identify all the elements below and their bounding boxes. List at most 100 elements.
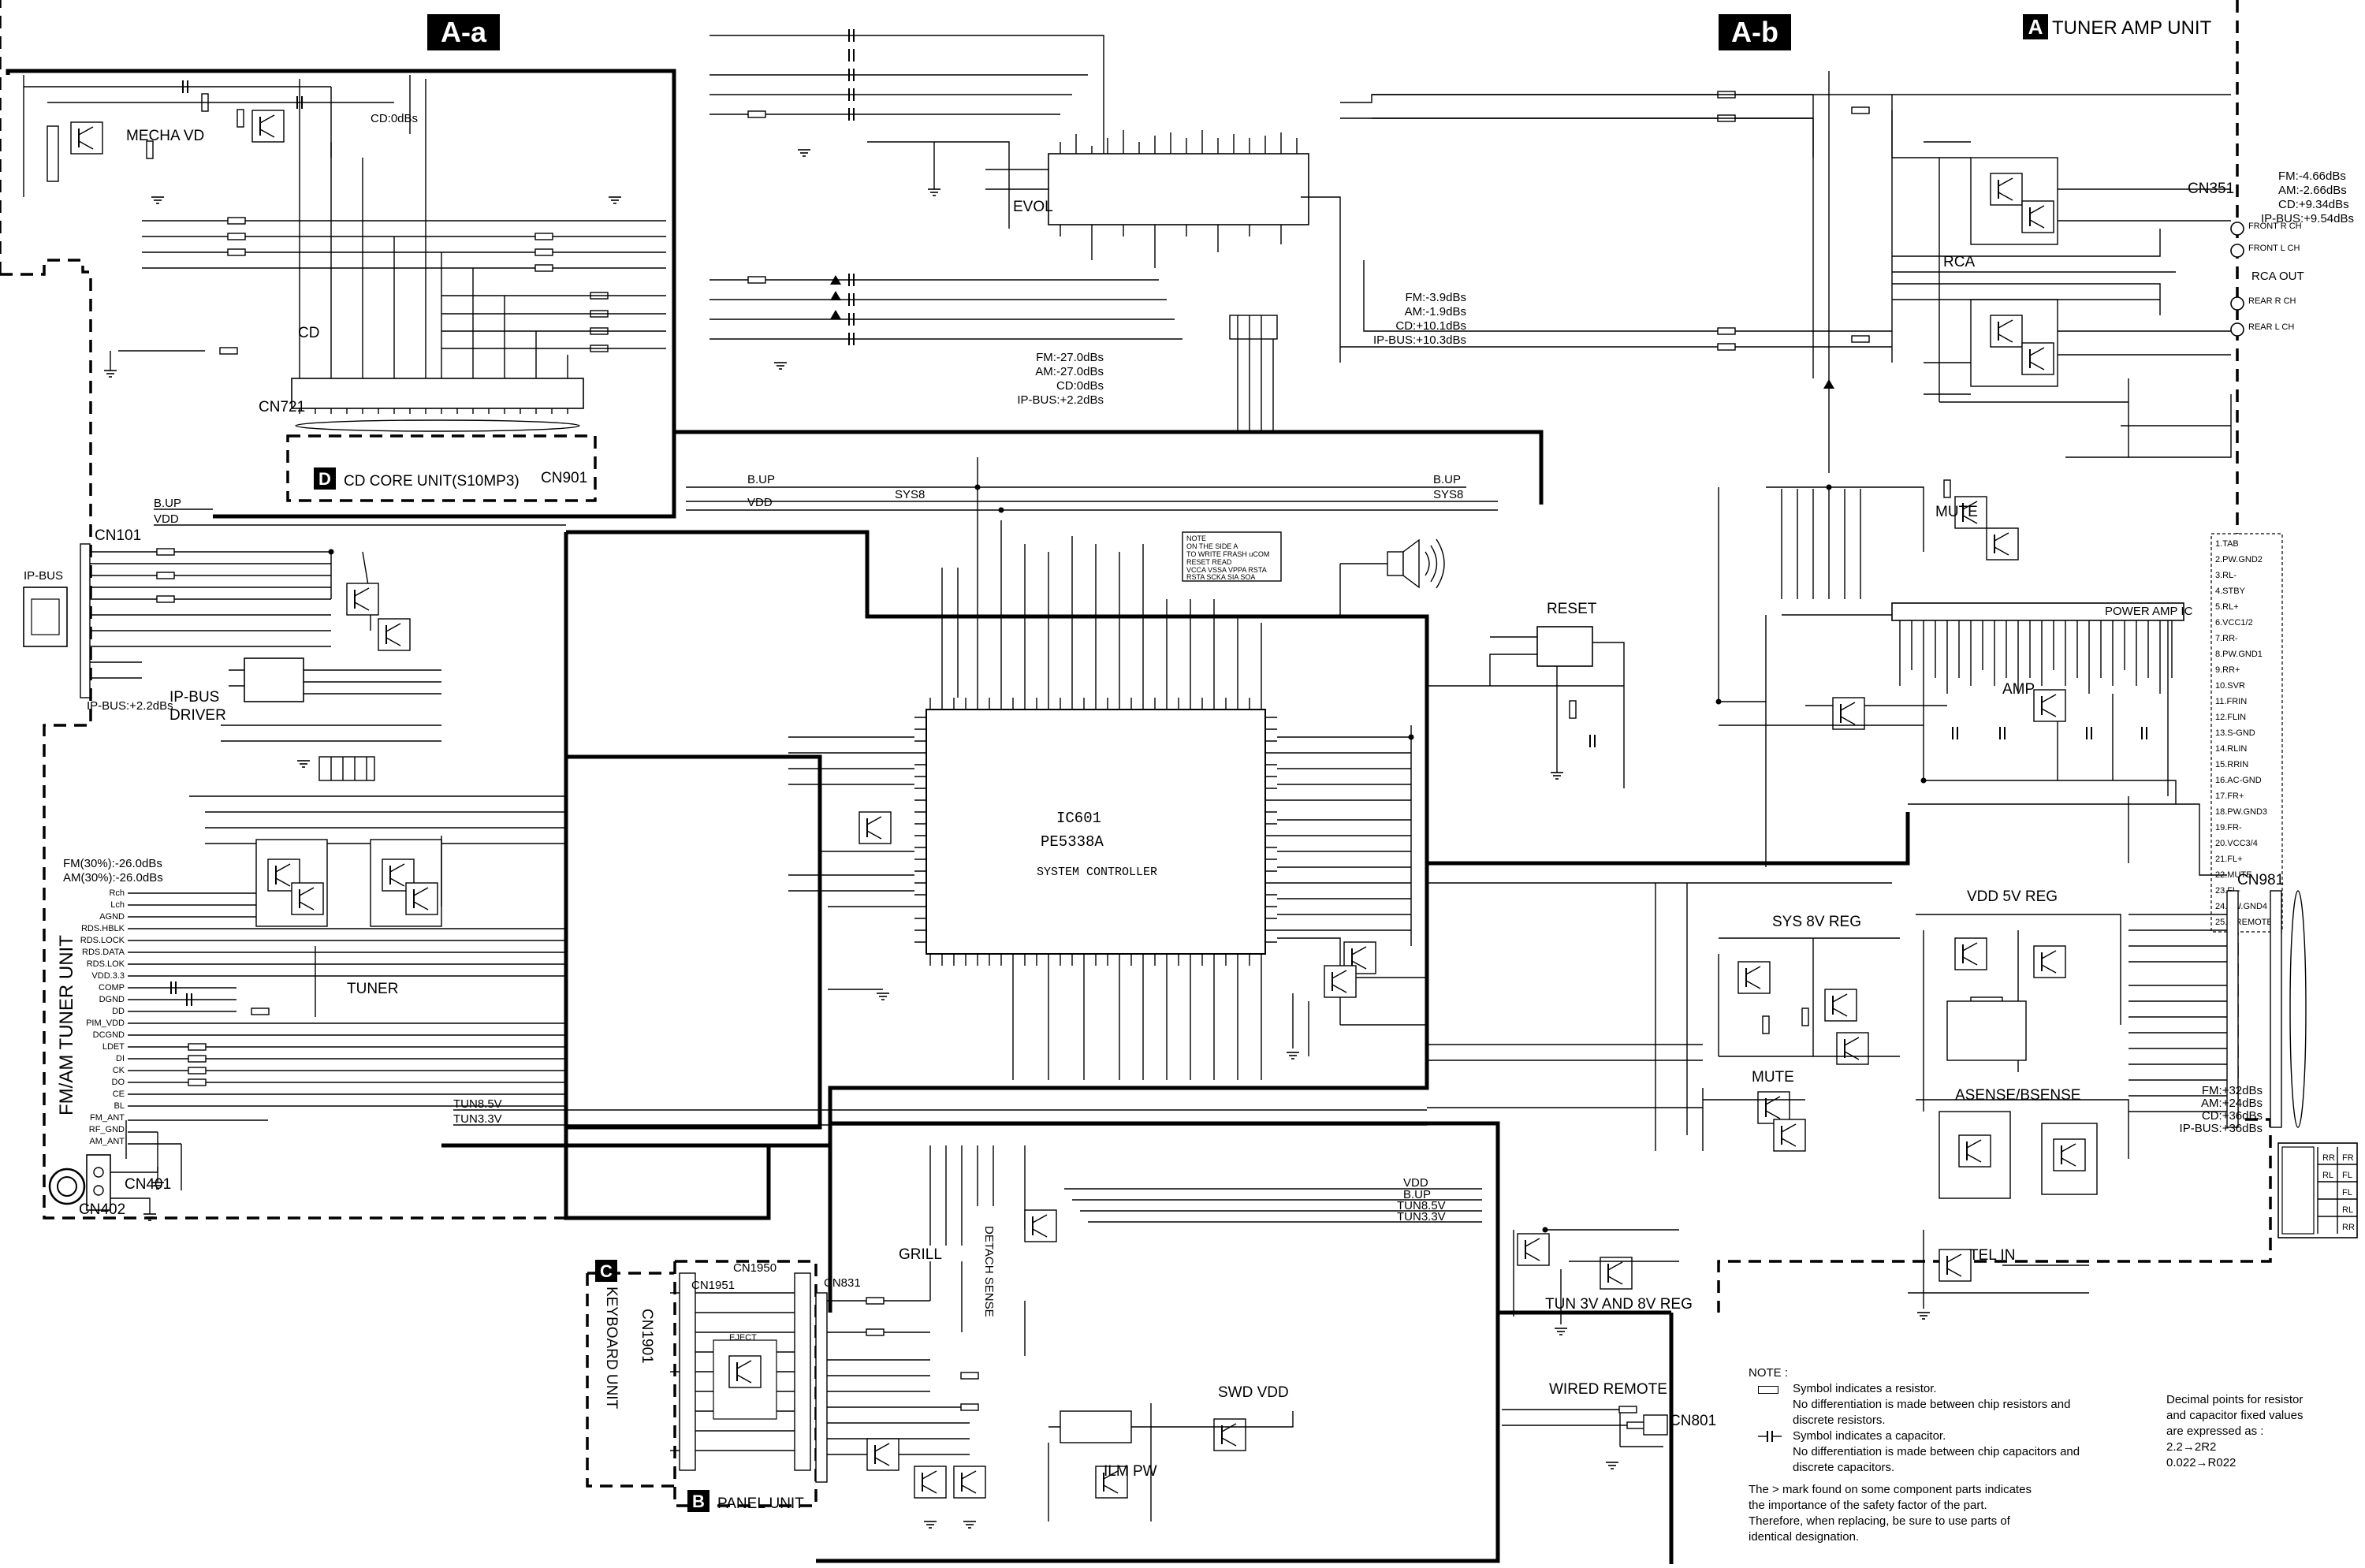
vdd5v-reg-circuit	[1916, 914, 2121, 1112]
unit-c-badge: C	[600, 1261, 613, 1281]
svg-text:DI: DI	[116, 1054, 125, 1063]
evol-ic	[1048, 130, 1309, 268]
svg-text:FR: FR	[2342, 1153, 2354, 1163]
wired-remote-label: WIRED REMOTE	[1549, 1381, 1667, 1398]
svg-text:8.PW.GND1: 8.PW.GND1	[2215, 650, 2263, 659]
section-a-a: A-a	[441, 16, 487, 48]
speaker-levels: FM:+32dBs AM:+24dBs CD:+36dBs IP-BUS:+36…	[2180, 1084, 2263, 1135]
note-resistor-2: No differentiation is made between chip …	[1793, 1398, 2071, 1411]
section-a-b: A-b	[1731, 16, 1778, 48]
rca-buffer-top	[1970, 157, 2058, 245]
power-amp-ic	[1891, 602, 2184, 694]
tun33v-net-2: TUN3.3V	[1397, 1210, 1446, 1223]
panel-unit-border	[673, 1260, 818, 1507]
cn801-label: CN801	[1670, 1413, 1716, 1429]
vdd-net-3: VDD	[1403, 1176, 1428, 1190]
speaker-connector-table: RR FR RL FL FL RL RR	[2277, 1142, 2358, 1238]
svg-text:IP-BUS:+2.2dBs: IP-BUS:+2.2dBs	[1017, 393, 1104, 407]
bup-net-4: B.UP	[1403, 1188, 1431, 1201]
bup-net-2: B.UP	[747, 473, 775, 486]
svg-text:14.RLIN: 14.RLIN	[2215, 744, 2247, 754]
svg-text:IP-BUS:+9.54dBs: IP-BUS:+9.54dBs	[2261, 212, 2354, 225]
fm-am-tuner-title: FM/AM TUNER UNIT	[56, 935, 77, 1115]
tuner-pin-labels: Rch Lch AGND RDS.HBLK RDS.LOCK RDS.DATA …	[80, 888, 125, 1146]
amp-label: AMP	[2002, 681, 2035, 698]
keyboard-unit-border	[586, 1273, 674, 1488]
tun-reg-circuit	[1513, 1229, 1679, 1335]
note-safety-1: The > mark found on some component parts…	[1749, 1483, 2032, 1496]
cn1901-label: CN1901	[639, 1309, 655, 1364]
wired-remote-circuit	[1502, 1406, 1668, 1469]
svg-text:AM:-2.66dBs: AM:-2.66dBs	[2278, 184, 2347, 197]
power-amp-label: POWER AMP IC	[2105, 605, 2193, 618]
svg-text:FM:-27.0dBs: FM:-27.0dBs	[1036, 351, 1104, 364]
pe5338a-label: PE5338A	[1041, 833, 1104, 851]
svg-text:5.RL+: 5.RL+	[2215, 602, 2239, 612]
cn721-label: CN721	[259, 399, 305, 415]
tel-in-circuit	[1908, 1230, 2089, 1320]
cn901-label: CN901	[541, 470, 587, 486]
svg-text:RESET READ: RESET READ	[1186, 558, 1232, 566]
svg-text:22.MUTE: 22.MUTE	[2215, 870, 2251, 880]
svg-text:10.SVR: 10.SVR	[2215, 681, 2245, 691]
svg-text:1.TAB: 1.TAB	[2215, 539, 2239, 549]
cn831-label: CN831	[824, 1276, 861, 1290]
mecha-vd-label: MECHA VD	[126, 128, 204, 144]
svg-text:24.PW.GND4: 24.PW.GND4	[2215, 902, 2267, 911]
cn101-connector	[80, 543, 331, 698]
ip-bus-jack	[23, 587, 68, 647]
svg-text:AGND: AGND	[99, 912, 125, 922]
evol-out-levels: FM:-3.9dBs AM:-1.9dBs CD:+10.1dBs IP-BUS…	[1373, 291, 1466, 347]
resistor-symbol-icon	[1758, 1386, 1778, 1394]
rca-out-label: RCA OUT	[2251, 270, 2304, 283]
system-controller-label: SYSTEM CONTROLLER	[1037, 866, 1157, 879]
reset-label: RESET	[1547, 601, 1597, 617]
power-amp-pin-table: 1.TAB 2.PW.GND2 3.RL- 4.STBY 5.RL+ 6.VCC…	[2210, 533, 2283, 933]
svg-text:Lch: Lch	[110, 900, 125, 910]
bup-net-3: B.UP	[1433, 473, 1461, 486]
svg-text:AM_ANT: AM_ANT	[89, 1137, 125, 1146]
svg-text:RL: RL	[2322, 1171, 2333, 1180]
reset-ic	[1489, 626, 1625, 788]
cn101-label: CN101	[95, 527, 141, 544]
svg-text:IP-BUS:+10.3dBs: IP-BUS:+10.3dBs	[1373, 333, 1466, 347]
note-safety-2: the importance of the safety factor of t…	[1749, 1499, 1987, 1512]
unit-b-badge: B	[692, 1492, 705, 1511]
svg-text:VDD.3.3: VDD.3.3	[91, 971, 125, 981]
svg-text:CE: CE	[113, 1089, 125, 1099]
legend-notes: NOTE : Symbol indicates a resistor. No d…	[1749, 1365, 2080, 1545]
note-safety-4: identical designation.	[1749, 1530, 1860, 1544]
svg-text:REAR L CH: REAR L CH	[2248, 322, 2294, 332]
svg-text:FRONT L CH: FRONT L CH	[2248, 244, 2300, 253]
svg-text:IP-BUS:+36dBs: IP-BUS:+36dBs	[2180, 1122, 2263, 1135]
decimal-line-3: are expressed as :	[2166, 1425, 2264, 1438]
antenna-jack	[48, 1154, 158, 1221]
sys8v-reg-label: SYS 8V REG	[1772, 914, 1861, 930]
svg-text:DD: DD	[112, 1007, 125, 1016]
svg-text:BL: BL	[114, 1101, 125, 1111]
svg-text:VCCA VSSA VPPA RSTA: VCCA VSSA VPPA RSTA	[1186, 566, 1267, 574]
sys8v-reg-circuit	[1718, 937, 1900, 1065]
unit-a-badge: A	[2028, 15, 2043, 39]
tuner-block-connector	[318, 756, 375, 781]
cn981-label: CN981	[2237, 872, 2284, 888]
svg-text:REAR R CH: REAR R CH	[2248, 296, 2296, 306]
note-resistor-1: Symbol indicates a resistor.	[1793, 1382, 1937, 1395]
svg-text:FM(30%):-26.0dBs: FM(30%):-26.0dBs	[63, 857, 162, 870]
svg-text:FM:-4.66dBs: FM:-4.66dBs	[2278, 169, 2346, 183]
svg-text:CD:0dBs: CD:0dBs	[1056, 379, 1104, 393]
svg-text:13.S-GND: 13.S-GND	[2215, 728, 2255, 738]
mute-label: MUTE	[1935, 504, 1978, 520]
svg-text:11.FRIN: 11.FRIN	[2215, 697, 2247, 706]
tun33v-net: TUN3.3V	[453, 1112, 502, 1126]
svg-text:NOTE: NOTE	[1186, 534, 1206, 542]
rca-buffer-bottom	[1970, 299, 2058, 387]
cn351-label: CN351	[2188, 181, 2234, 197]
note-resistor-3: discrete resistors.	[1793, 1413, 1886, 1427]
svg-text:3.RL-: 3.RL-	[2215, 571, 2237, 580]
ip-bus-label: IP-BUS	[24, 569, 63, 583]
svg-text:CD:+10.1dBs: CD:+10.1dBs	[1395, 319, 1466, 333]
tuner-output-buffer	[255, 839, 442, 927]
ic601-label: IC601	[1056, 810, 1101, 827]
